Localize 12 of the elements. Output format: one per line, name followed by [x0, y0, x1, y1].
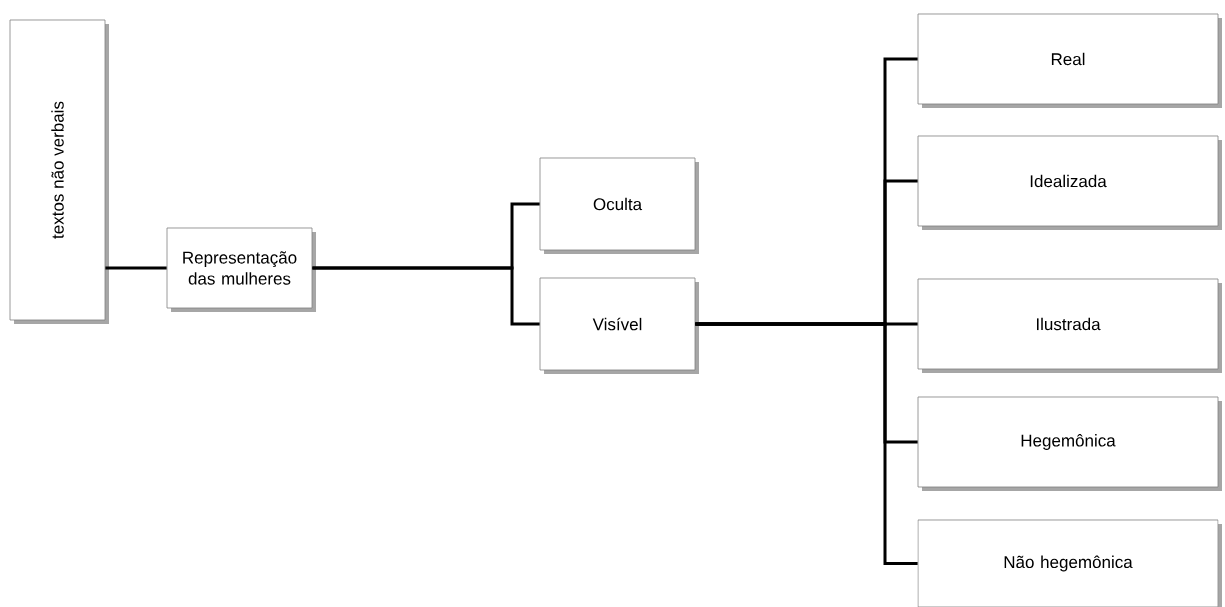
text-box: Idealizada — [917, 135, 1222, 230]
text-box: textos não verbais — [9, 19, 109, 324]
text-box: Real — [917, 13, 1222, 108]
connector-line — [312, 266, 540, 326]
text-box: Oculta — [539, 157, 699, 254]
connector-line — [105, 266, 167, 270]
text-box: Visível — [539, 277, 699, 374]
text-box: Não hegemônica — [917, 519, 1222, 607]
text-box: Ilustrada — [917, 278, 1222, 373]
connector-line — [695, 322, 918, 565]
text-box: Hegemônica — [917, 396, 1222, 491]
text-box: Representação das mulheres — [166, 227, 316, 312]
